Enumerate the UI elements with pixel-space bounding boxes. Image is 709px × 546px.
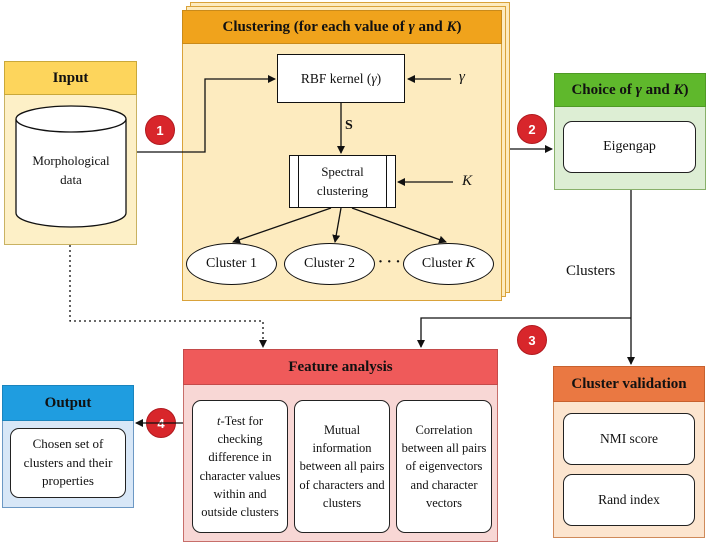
- step-badge-4: 4: [146, 408, 176, 438]
- k-input-label: K: [462, 173, 473, 189]
- output-box: Chosen set of clusters and their propert…: [10, 428, 126, 498]
- t-test-box: t-Test for checking difference in charac…: [192, 400, 288, 533]
- nmi-score-box: NMI score: [563, 413, 695, 465]
- input-header: Input: [4, 61, 137, 95]
- rbf-kernel-box: RBF kernel (γ): [277, 54, 405, 103]
- step-badge-3: 3: [517, 325, 547, 355]
- spectral-clustering-box: Spectral clustering: [289, 155, 396, 208]
- cluster-2-ellipse: Cluster 2: [284, 243, 375, 285]
- choice-title: Choice of γ and K): [571, 81, 689, 98]
- output-title: Output: [44, 394, 92, 411]
- clusters-label: Clusters: [566, 263, 616, 279]
- validation-header: Cluster validation: [553, 366, 705, 402]
- database-icon: [15, 105, 127, 228]
- ellipsis-dots: · · ·: [378, 254, 401, 270]
- cluster-1-ellipse: Cluster 1: [186, 243, 277, 285]
- gamma-input-label: γ: [459, 69, 465, 85]
- cluster-k-ellipse: Cluster K: [403, 243, 494, 285]
- clustering-header: Clustering (for each value of γ and K): [182, 10, 502, 44]
- rand-index-box: Rand index: [563, 474, 695, 526]
- feature-title: Feature analysis: [288, 358, 393, 375]
- input-title: Input: [52, 69, 89, 86]
- choice-header: Choice of γ and K): [554, 73, 706, 107]
- eigengap-box: Eigengap: [563, 121, 696, 173]
- correlation-box: Correlation between all pairs of eigenve…: [396, 400, 492, 533]
- clustering-title: Clustering (for each value of γ and K): [222, 18, 462, 35]
- mutual-information-box: Mutual information between all pairs of …: [294, 400, 390, 533]
- output-header: Output: [2, 385, 134, 421]
- step-badge-2: 2: [517, 114, 547, 144]
- similarity-matrix-label: S: [345, 118, 353, 133]
- feature-header: Feature analysis: [183, 349, 498, 385]
- validation-title: Cluster validation: [571, 375, 687, 392]
- step-badge-1: 1: [145, 115, 175, 145]
- morphological-data-label: Morphological data: [32, 152, 110, 188]
